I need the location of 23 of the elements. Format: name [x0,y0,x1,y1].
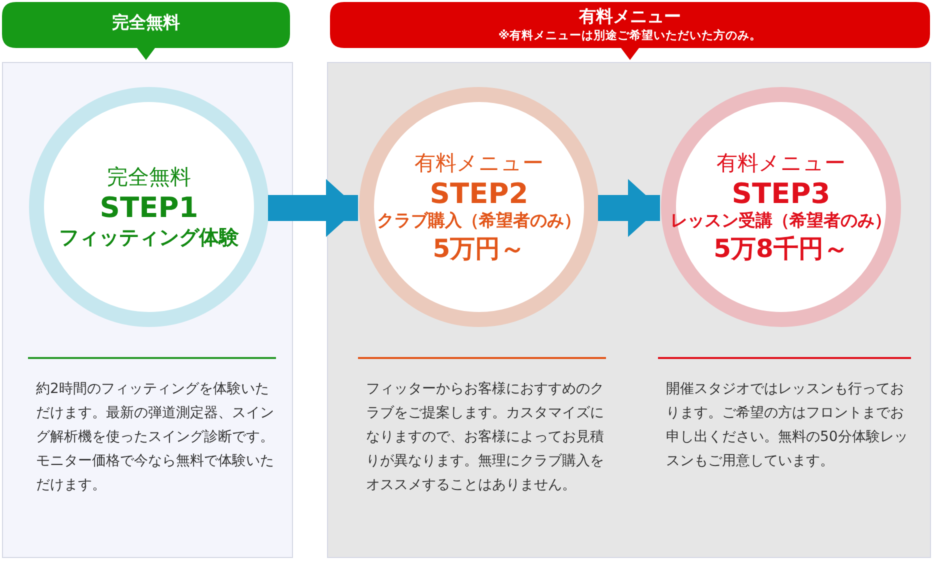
tab-title: 有料メニュー [578,6,682,27]
tab-title: 完全無料 [111,12,181,33]
arrow [268,179,358,237]
circle-heading: 有料メニュー [716,150,846,176]
course-title: レッスン受講（希望者のみ） [670,211,892,233]
course-title: クラブ購入（希望者のみ） [377,211,581,233]
step-title: STEP2 [430,176,528,212]
description-text: フィッターからお客様におすすめのクラブをご提案します。カスタマイズになりますので、お客様によってお見積りが異なります。無理にクラブ購入をオススメすることはありません。 [366,380,605,495]
tab-note: ※有料メニューは別途ご希望いただいた方のみ。 [497,27,763,43]
panel-background [327,62,931,558]
arrow [598,179,660,237]
panel-background [2,62,293,558]
step-title: STEP3 [732,176,830,212]
course-title: フィッティング体験 [59,225,239,250]
description-text: 開催スタジオではレッスンも行っております。ご希望の方はフロントまでお申し出ください。無料の50分体験レッスンもご用意しています。 [666,380,909,471]
description-text: 約2時間のフィッティングを体験いただけます。最新の弾道測定器、スイング解析機を使ったスイング診断です。モニター価格で今なら無料で体験いただけます。 [36,380,275,495]
price-text: 5万円～ [432,232,526,264]
header-tab [2,2,290,60]
step-title: STEP1 [100,190,198,226]
circle-heading: 有料メニュー [414,150,544,176]
price-text: 5万8千円～ [714,232,848,264]
header-tab [330,2,930,60]
circle-heading: 完全無料 [107,164,191,190]
